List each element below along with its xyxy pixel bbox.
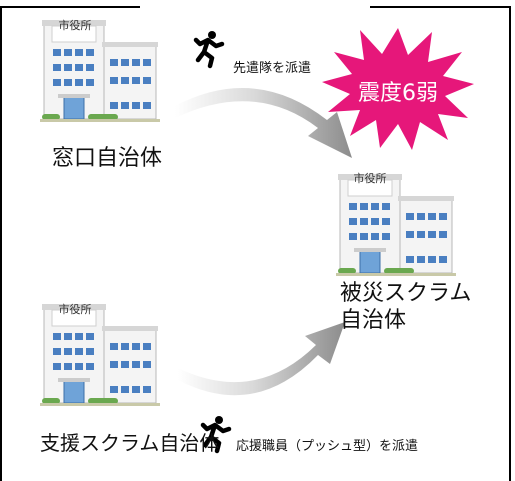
building-icon-madoguchi [39, 19, 161, 123]
building-sign-madoguchi: 市役所 [58, 19, 92, 32]
frame-border-top-right [370, 6, 511, 8]
building-icon-shien [39, 303, 161, 407]
earthquake-starburst-icon [322, 28, 474, 150]
arrow-bottom-curved-arrow-icon [178, 322, 345, 396]
building-sign-shien: 市役所 [58, 303, 92, 316]
building-icon-hisai [335, 173, 457, 277]
frame-border-top-left [0, 6, 140, 8]
arrow-bottom-caption: 応援職員（プッシュ型）を派遣 [236, 439, 419, 454]
label-madoguchi: 窓口自治体 [52, 146, 163, 171]
frame-border-right [509, 6, 511, 481]
frame-border-left [0, 6, 2, 481]
building-sign-hisai: 市役所 [353, 172, 387, 185]
label-shien: 支援スクラム自治体 [40, 431, 220, 455]
label-hisai: 被災スクラム自治体 [340, 281, 472, 333]
arrow-top-caption: 先遣隊を派遣 [233, 61, 312, 76]
earthquake-badge: 震度6弱 [358, 81, 438, 106]
arrow-top-curved-arrow-icon [175, 88, 352, 158]
running-person-icon-top [196, 31, 222, 66]
